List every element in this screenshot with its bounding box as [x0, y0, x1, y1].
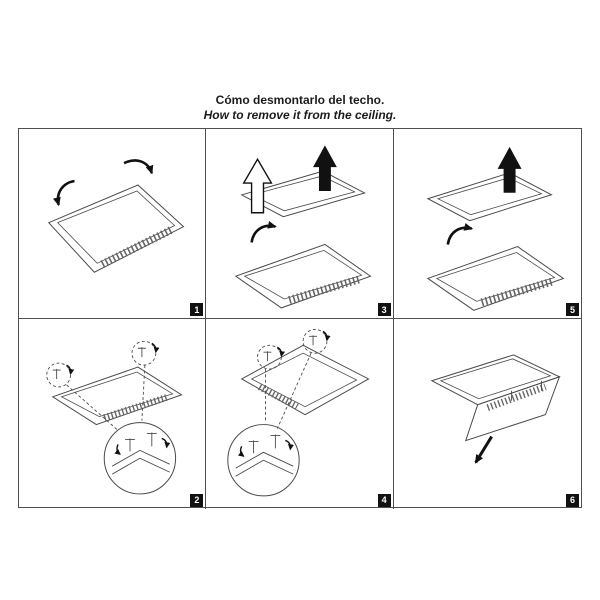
louver-grille	[480, 277, 554, 307]
screw-glyph	[263, 351, 272, 362]
title-block: Cómo desmontarlo del techo. How to remov…	[0, 93, 600, 123]
callout-connector	[277, 353, 312, 430]
step-number-badge: 5	[565, 303, 579, 317]
louver-grille	[100, 226, 174, 268]
step-number-badge: 4	[377, 493, 391, 507]
detail-magnifier-circle	[227, 424, 300, 497]
remove-arrow-icon	[474, 436, 493, 465]
detail-magnifier-circle	[103, 422, 177, 495]
clip-callout-circle-right	[303, 329, 328, 354]
panel-frame	[234, 243, 372, 309]
rotate-arrow-right-icon	[123, 159, 154, 175]
small-turn-arrow-icon	[238, 446, 245, 458]
step-2-illustration	[46, 341, 183, 495]
panel-frame	[47, 184, 185, 273]
ceiling-opening-frame	[430, 354, 561, 406]
panel-frame	[426, 246, 565, 311]
title-spanish: Cómo desmontarlo del techo.	[215, 93, 385, 107]
lift-arrow-icon	[313, 145, 338, 191]
rotate-arrow-left-icon	[53, 179, 75, 207]
small-turn-arrow-icon	[161, 438, 171, 449]
hanging-panel	[464, 376, 560, 442]
panel-frame	[51, 366, 183, 426]
step-panel-5: 5	[393, 129, 581, 320]
clip-marks	[510, 381, 542, 402]
steps-grid: 1 3	[18, 128, 582, 509]
screw-glyph	[309, 335, 318, 346]
small-turn-arrow-icon	[285, 440, 295, 451]
screw-glyph	[52, 369, 61, 380]
step-panel-1: 1	[19, 129, 207, 320]
small-turn-arrow-icon	[66, 364, 75, 376]
step-number-badge: 6	[565, 493, 579, 507]
step-4-illustration	[227, 329, 370, 497]
clip-callout-circle-left	[46, 362, 71, 388]
small-turn-arrow-icon	[151, 343, 160, 354]
lifted-frame	[240, 170, 367, 218]
louver-grille	[288, 275, 362, 304]
magnified-clip-detail	[111, 432, 171, 475]
title-english: How to remove it from the ceiling.	[203, 108, 397, 122]
louver-grille	[103, 393, 170, 422]
step-number-badge: 1	[190, 303, 204, 317]
small-turn-arrow-icon	[322, 331, 331, 342]
magnified-clip-detail	[235, 434, 295, 477]
step-number-badge: 3	[377, 303, 391, 317]
step-6-illustration	[430, 354, 561, 465]
louver-grille	[486, 383, 547, 412]
small-turn-arrow-icon	[114, 444, 121, 456]
panel-frame	[240, 345, 370, 416]
small-turn-arrow-icon	[277, 346, 286, 358]
screw-glyph	[137, 347, 146, 358]
step-5-illustration	[426, 146, 565, 311]
lifted-frame	[426, 172, 553, 222]
step-panel-6: 6	[394, 319, 581, 508]
callout-connector	[66, 384, 119, 432]
step-1-illustration	[47, 159, 185, 273]
callout-connector	[141, 365, 146, 421]
rotate-arrow-icon	[250, 220, 278, 243]
rotate-arrow-icon	[446, 222, 473, 245]
step-panel-2: 2	[19, 319, 207, 509]
lift-arrow-icon	[497, 146, 522, 193]
clip-callout-circle-left	[257, 345, 283, 370]
step-3-illustration	[234, 145, 372, 309]
lift-arrow-outline-icon	[242, 157, 273, 214]
step-panel-3: 3	[206, 129, 394, 320]
step-number-badge: 2	[190, 493, 204, 507]
clip-callout-circle-right	[131, 341, 157, 366]
step-panel-4: 4	[206, 319, 394, 509]
